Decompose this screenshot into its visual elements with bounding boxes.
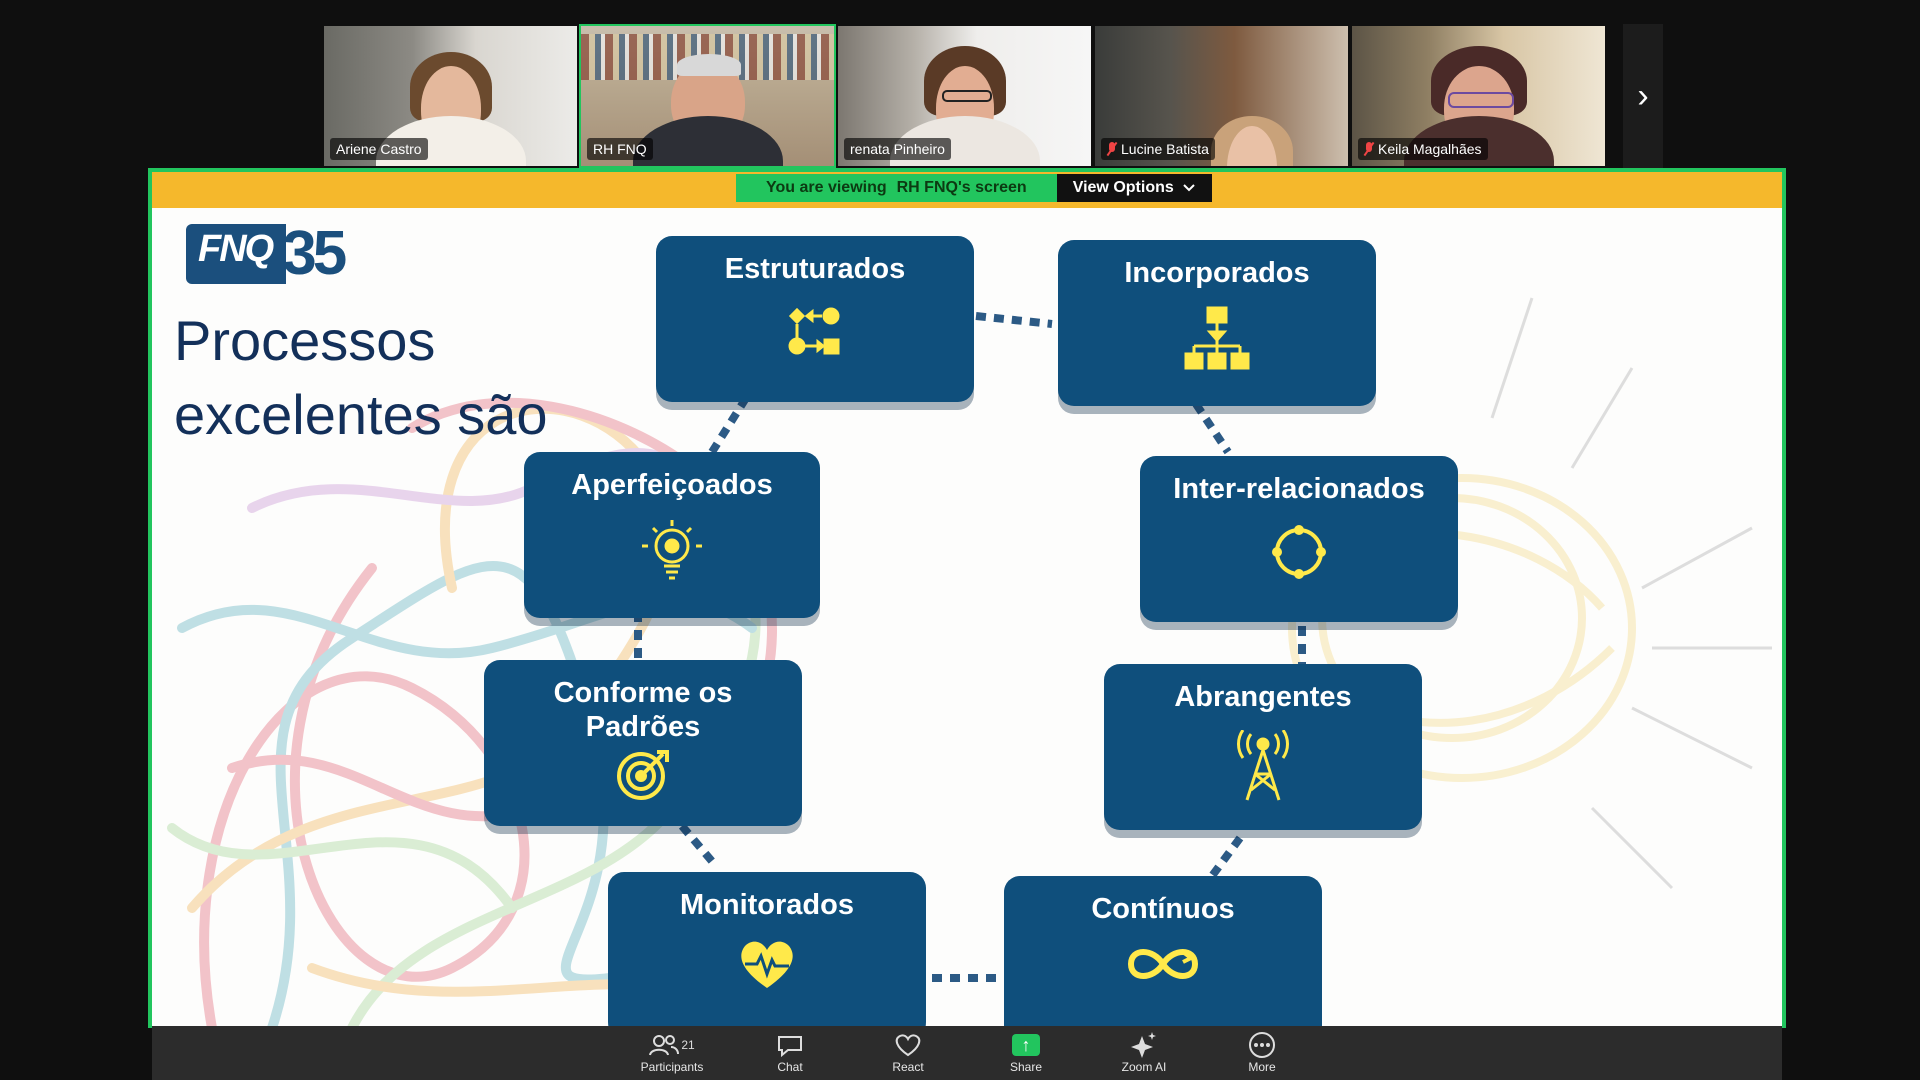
viewing-banner: You are viewing RH FNQ's screen View Opt… — [736, 174, 1212, 202]
participants-label: Participants — [640, 1060, 704, 1074]
process-box-monitorados: Monitorados — [608, 872, 926, 1028]
target-icon — [617, 750, 669, 800]
zoom-ai-label: Zoom AI — [1121, 1060, 1167, 1074]
participant-name: Lucine Batista — [1101, 138, 1215, 160]
participant-tile-active-speaker[interactable]: RH FNQ — [579, 24, 836, 168]
zoom-ai-button[interactable]: Zoom AI — [1098, 1030, 1190, 1080]
participant-name: RH FNQ — [587, 138, 653, 160]
dotted-connectors — [634, 312, 1306, 982]
process-box-incorporados: Incorporados — [1058, 240, 1376, 406]
process-box-abrangentes: Abrangentes — [1104, 664, 1422, 830]
participant-tile[interactable]: Ariene Castro — [322, 24, 579, 168]
process-box-continuos: Contínuos — [1004, 876, 1322, 1028]
participants-button[interactable]: 21 Participants — [626, 1030, 718, 1080]
chevron-down-icon — [1183, 184, 1195, 192]
presentation-slide: FNQ 35 Processos excelentes são — [152, 208, 1782, 1028]
cycle-arrows-icon — [1272, 525, 1326, 579]
sparkle-icon — [1131, 1032, 1156, 1058]
chat-label: Chat — [777, 1060, 803, 1074]
antenna-tower-icon — [1236, 730, 1290, 801]
flow-process-icon — [788, 307, 840, 355]
slide-title: Processos excelentes são — [174, 309, 548, 446]
participant-name: renata Pinheiro — [844, 138, 951, 160]
mic-muted-icon — [1364, 142, 1374, 156]
react-button[interactable]: React — [862, 1030, 954, 1080]
participants-count: 21 — [681, 1038, 695, 1052]
more-button[interactable]: More — [1216, 1030, 1308, 1080]
process-box-inter-relacionados: Inter-relacionados — [1140, 456, 1458, 622]
participant-tile[interactable]: renata Pinheiro — [836, 24, 1093, 168]
hierarchy-icon — [1184, 306, 1250, 370]
participant-name: Keila Magalhães — [1358, 138, 1488, 160]
process-box-estruturados: Estruturados — [656, 236, 974, 402]
chevron-right-icon[interactable]: › — [1623, 24, 1663, 168]
more-icon — [1249, 1032, 1275, 1058]
chat-icon — [778, 1036, 802, 1057]
mic-muted-icon — [1107, 142, 1117, 156]
more-label: More — [1248, 1060, 1276, 1074]
participant-name: Ariene Castro — [330, 138, 428, 160]
participants-icon — [649, 1035, 680, 1056]
fnq-35-logo: FNQ 35 — [186, 223, 347, 285]
view-options-button[interactable]: View Options — [1056, 174, 1212, 202]
share-button[interactable]: ↑ Share — [980, 1030, 1072, 1080]
participant-tile[interactable]: Keila Magalhães — [1350, 24, 1607, 168]
meeting-toolbar: 21 Participants Chat React ↑ Share Zoom … — [152, 1026, 1782, 1080]
viewing-status: You are viewing RH FNQ's screen — [736, 174, 1057, 202]
heart-pulse-icon — [741, 941, 793, 988]
lightbulb-gear-icon — [642, 520, 702, 580]
heart-icon — [895, 1034, 921, 1057]
react-label: React — [892, 1060, 924, 1074]
infinity-icon — [1127, 949, 1199, 979]
share-label: Share — [1009, 1060, 1043, 1074]
participant-tile[interactable]: Lucine Batista — [1093, 24, 1350, 168]
participant-strip: Ariene Castro RH FNQ renata Pinheiro Luc… — [322, 24, 1607, 168]
shared-screen: You are viewing RH FNQ's screen View Opt… — [148, 168, 1786, 1028]
process-box-conforme-os-padroes: Conforme os Padrões — [484, 660, 802, 826]
share-screen-icon: ↑ — [1012, 1034, 1040, 1056]
process-box-aperfeicoados: Aperfeiçoados — [524, 452, 820, 618]
chat-button[interactable]: Chat — [744, 1030, 836, 1080]
